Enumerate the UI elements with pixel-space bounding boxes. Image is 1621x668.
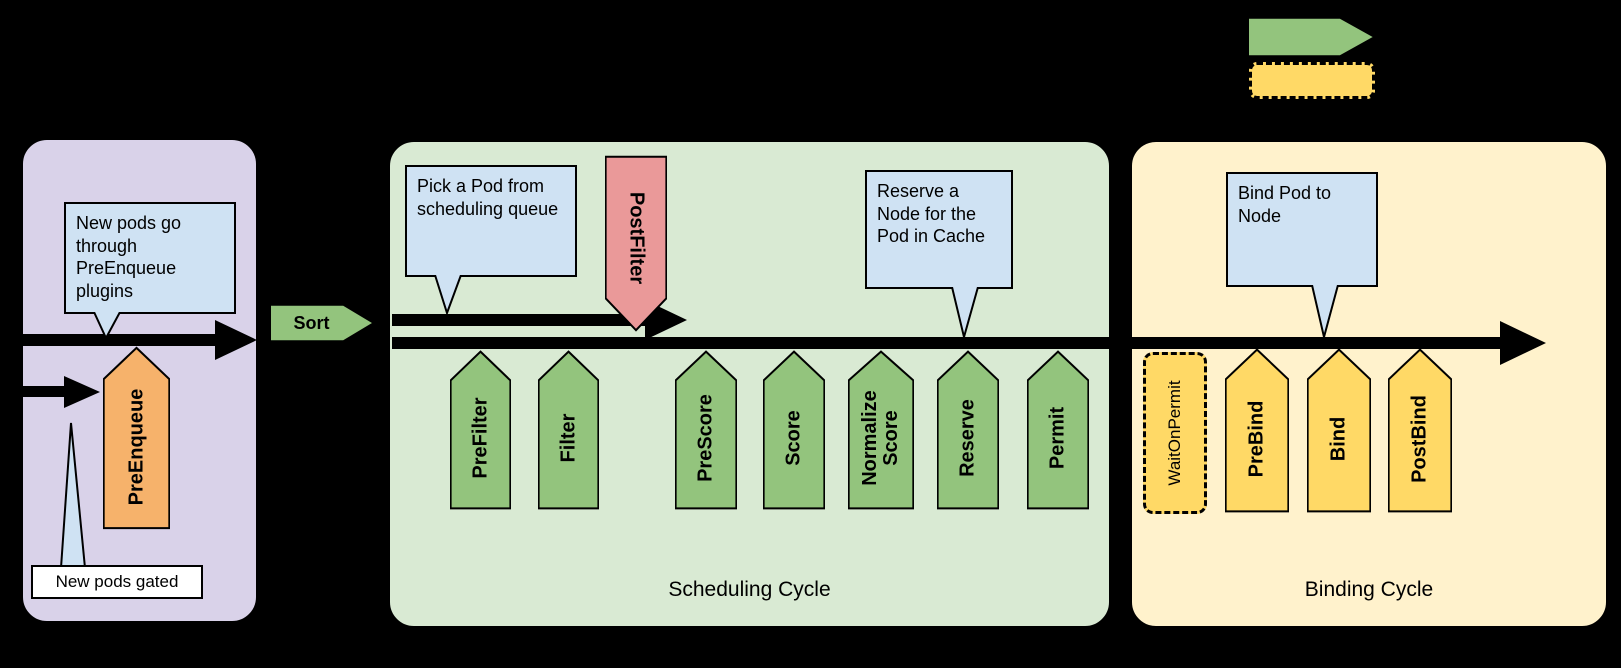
waitonpermit-extension: WaitOnPermit bbox=[1143, 352, 1207, 514]
bind-extension: Bind bbox=[1307, 348, 1371, 513]
prescore-label: PreScore bbox=[694, 394, 717, 482]
bind-label: Bind bbox=[1327, 416, 1350, 461]
scheduling-cycle-title: Scheduling Cycle bbox=[668, 578, 831, 601]
sort-extension-arrow: Sort bbox=[270, 304, 375, 342]
prefilter-extension: PreFilter bbox=[450, 350, 511, 510]
queue-flow-arrow bbox=[0, 334, 218, 346]
gated-callout-tail bbox=[58, 420, 88, 568]
permit-extension: Permit bbox=[1027, 350, 1089, 510]
score-label: Score bbox=[782, 410, 805, 466]
preenqueue-label: PreEnqueue bbox=[125, 388, 147, 506]
pick-pod-arrow bbox=[392, 314, 648, 326]
pick-pod-note-tail bbox=[433, 275, 463, 315]
score-extension: Score bbox=[763, 350, 825, 510]
legend-yellow-dashed-rect-icon bbox=[1249, 62, 1375, 99]
pick-pod-note-bubble: Pick a Pod from scheduling queue bbox=[405, 165, 577, 277]
normalize-score-extension: Normalize Score bbox=[848, 350, 914, 510]
reserve-note-bubble: Reserve a Node for the Pod in Cache bbox=[865, 170, 1013, 289]
reserve-note-tail bbox=[950, 287, 980, 339]
sort-label: Sort bbox=[293, 312, 330, 333]
reserve-extension: Reserve bbox=[937, 350, 999, 510]
normalize-score-label: Normalize Score bbox=[859, 390, 902, 486]
prebind-label: PreBind bbox=[1245, 400, 1268, 478]
postbind-extension: PostBind bbox=[1388, 348, 1452, 513]
binding-cycle-title: Binding Cycle bbox=[1304, 578, 1434, 601]
waitonpermit-label: WaitOnPermit bbox=[1165, 380, 1184, 486]
preenqueue-extension: PreEnqueue bbox=[103, 346, 170, 530]
bind-note-bubble: Bind Pod to Node bbox=[1226, 172, 1378, 287]
filter-label: Filter bbox=[557, 413, 579, 463]
bind-note-tail bbox=[1310, 285, 1340, 339]
reserve-label: Reserve bbox=[956, 399, 979, 477]
prebind-extension: PreBind bbox=[1225, 348, 1289, 513]
permit-label: Permit bbox=[1046, 406, 1069, 470]
queue-flow-arrowhead bbox=[215, 320, 257, 360]
new-pods-gated-label: New pods gated bbox=[31, 565, 203, 599]
postfilter-extension: PostFilter bbox=[605, 155, 667, 332]
postbind-label: PostBind bbox=[1408, 394, 1431, 483]
preenqueue-note-bubble: New pods go through PreEnqueue plugins bbox=[64, 202, 236, 314]
main-timeline-arrowhead bbox=[1500, 321, 1546, 365]
filter-extension: Filter bbox=[538, 350, 599, 510]
legend-green-arrow-icon bbox=[1248, 17, 1376, 57]
prefilter-label: PreFilter bbox=[469, 397, 491, 479]
gated-pods-arrowhead bbox=[64, 376, 100, 408]
prescore-extension: PreScore bbox=[675, 350, 737, 510]
preenqueue-note-tail bbox=[92, 312, 122, 340]
main-timeline-arrow bbox=[392, 337, 1505, 349]
postfilter-label: PostFilter bbox=[625, 192, 648, 285]
gated-pods-arrow bbox=[0, 386, 68, 397]
